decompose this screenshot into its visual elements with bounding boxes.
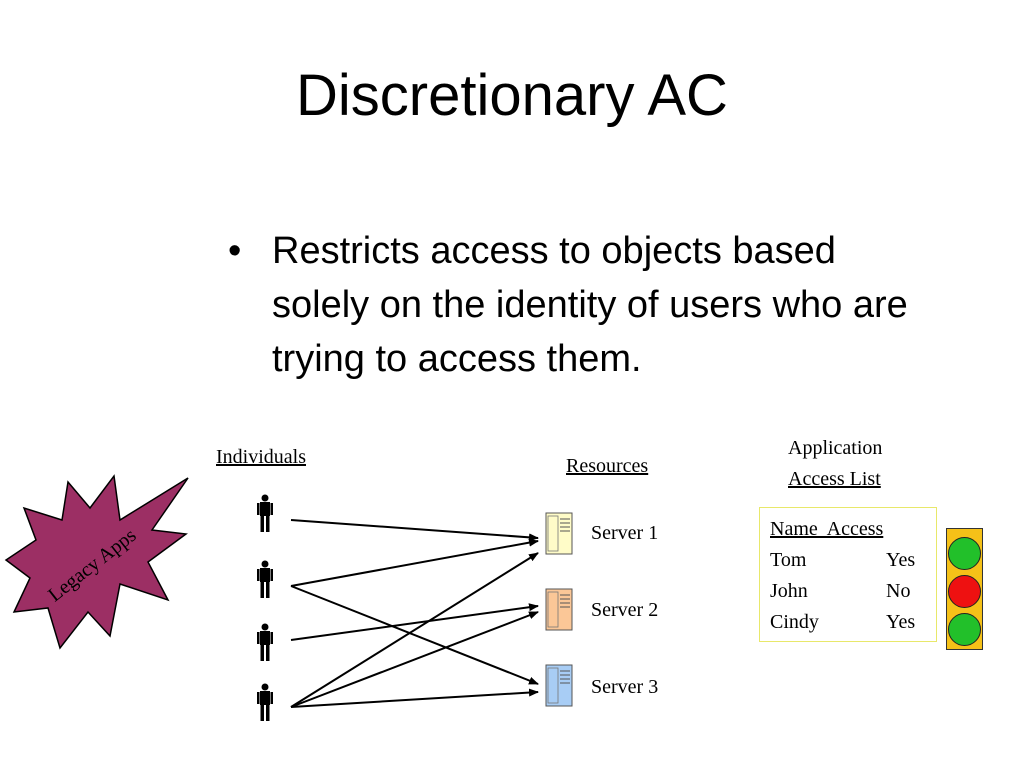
acl-access: Yes [886,611,916,633]
table-row: John No [770,580,930,608]
person-icon [257,560,273,598]
person-icon [257,683,273,721]
table-row: Cindy Yes [770,611,930,639]
server-label: Server 3 [591,676,659,698]
bullet-text: Restricts access to objects based solely… [272,230,908,380]
green-lamp-icon [948,537,981,570]
access-arrow [290,603,539,641]
acl-name: Tom [770,549,807,571]
acl-title-line2: Access List [788,468,881,490]
individuals-label: Individuals [216,446,306,468]
access-arrow [290,552,539,708]
acl-name: John [770,580,808,602]
access-list-table: Name Access Tom Yes John No Cindy Yes [759,507,937,642]
person-icon [257,623,273,661]
traffic-light-icon [946,528,983,650]
server-label: Server 1 [591,522,659,544]
bullet-symbol: • [228,230,242,272]
access-arrow [290,585,539,685]
acl-title-line1: Application [788,437,883,459]
red-lamp-icon [948,575,981,608]
access-arrow [290,519,539,542]
acl-header: Name Access [770,518,884,540]
access-arrow [290,538,539,587]
server-icon [545,512,573,555]
table-row: Tom Yes [770,549,930,577]
server-icon [545,664,573,707]
acl-name: Cindy [770,611,819,633]
acl-access: No [886,580,911,602]
green-lamp-icon [948,613,981,646]
legacy-apps-starburst [4,474,189,650]
server-label: Server 2 [591,599,659,621]
access-arrow [290,688,539,708]
server-icon [545,588,573,631]
resources-label: Resources [566,455,649,477]
acl-access: Yes [886,549,916,571]
person-icon [257,494,273,532]
access-arrow [290,611,539,708]
slide-title: Discretionary AC [296,63,728,128]
